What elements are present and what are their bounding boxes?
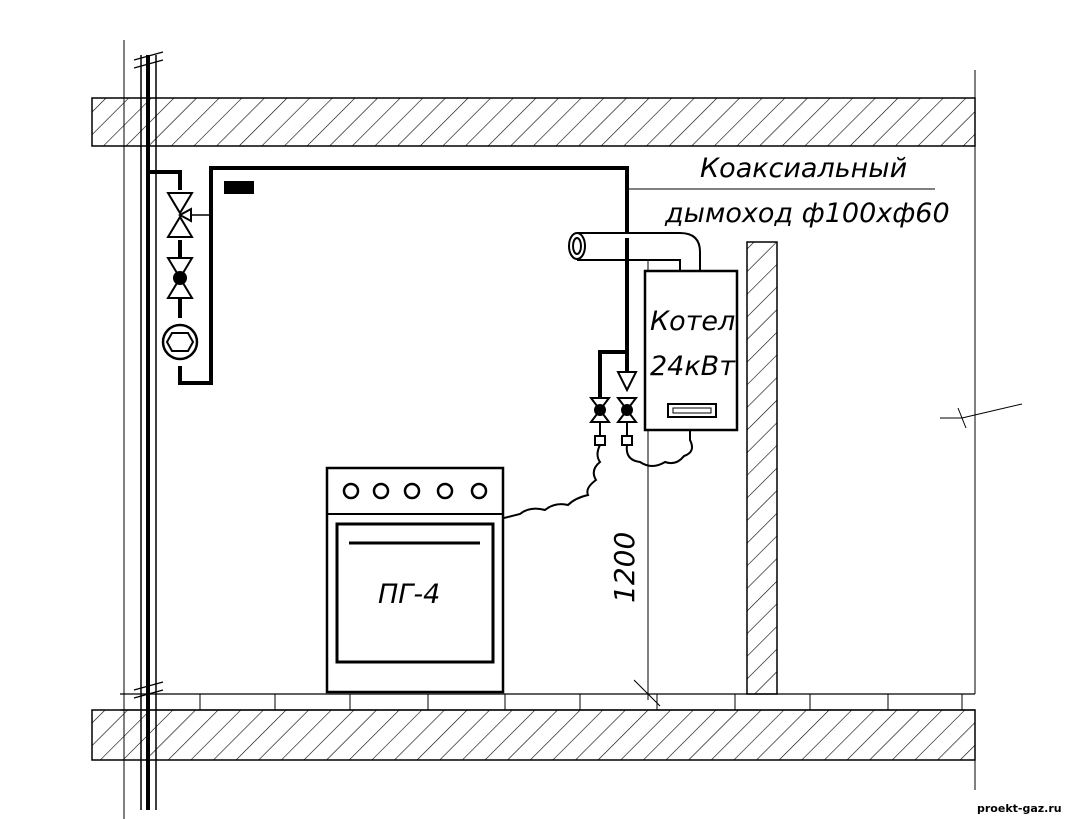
boiler-label-line1: Котел [650, 306, 735, 337]
partition-wall [746, 241, 778, 695]
wall-outlines [123, 40, 1023, 819]
coaxial-chimney [568, 232, 701, 273]
meter-marker [224, 181, 254, 194]
gas-meter-icon [161, 323, 199, 361]
shutoff-valve-top [166, 192, 212, 238]
flexible-hoses [503, 430, 693, 519]
boiler-label-line2: 24кВт [650, 351, 736, 382]
gas-stove [325, 466, 505, 694]
watermark: proekt-gaz.ru [977, 802, 1062, 815]
gas-riser [133, 51, 164, 810]
height-dimension [633, 679, 661, 707]
boiler-gas-connections [598, 238, 629, 398]
shutoff-valve-middle [166, 257, 194, 299]
ceiling-slab [91, 97, 976, 147]
floor-slab [91, 693, 976, 761]
stove-label: ПГ-4 [378, 579, 440, 610]
meter-branch-pipe [148, 166, 629, 385]
height-dimension-label: 1200 [608, 532, 641, 603]
chimney-label-line1: Коаксиальный [700, 153, 907, 184]
chimney-label-line2: дымоход ф100хф60 [664, 198, 950, 229]
boiler [643, 269, 739, 432]
boiler-valves [589, 371, 638, 446]
